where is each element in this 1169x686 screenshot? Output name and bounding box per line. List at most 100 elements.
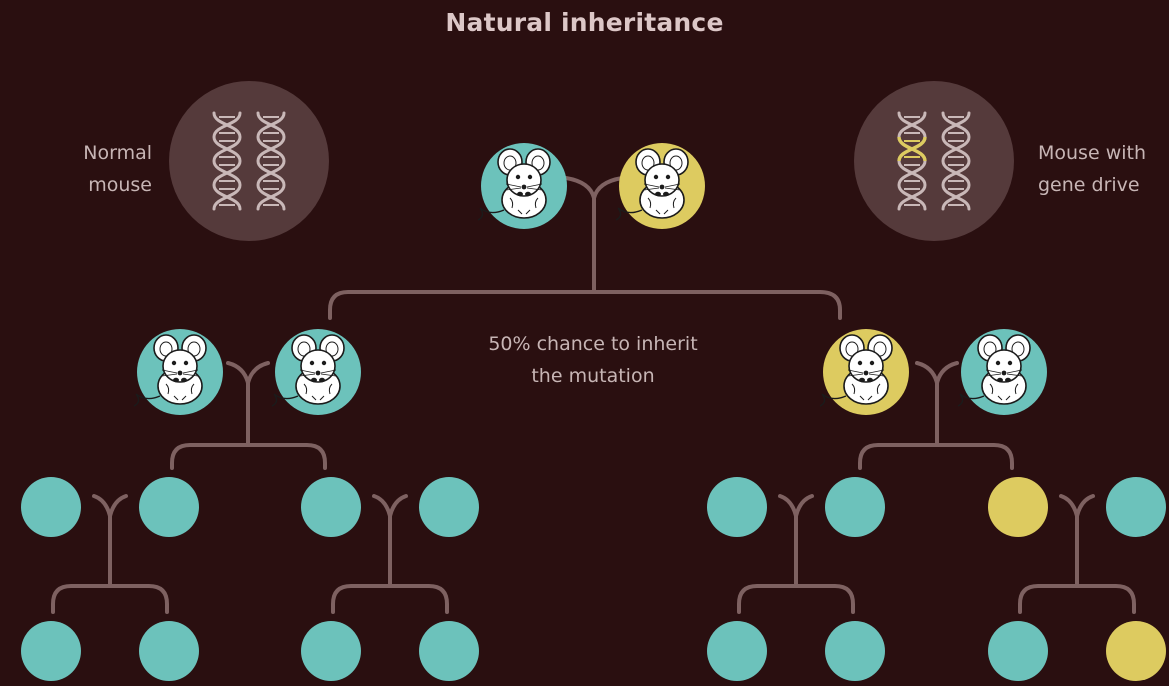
gene-drive-mouse [819, 329, 909, 415]
mouse-head [162, 349, 198, 383]
mouse-head [848, 349, 884, 383]
mouse-nose [315, 370, 321, 376]
child-bracket [170, 443, 327, 470]
couple-branch [935, 361, 959, 385]
gene-drive-circle [988, 477, 1048, 537]
mouse-paw [319, 377, 325, 383]
mouse-eye [665, 174, 671, 180]
normal-mouse [271, 329, 361, 415]
generation-split [328, 290, 842, 320]
mouse-paw [859, 377, 865, 383]
dna-icon [941, 111, 971, 211]
normal-circle [988, 621, 1048, 681]
normal-circle [419, 621, 479, 681]
legend-normal-line-1: Normal [83, 142, 152, 164]
legend-normal-line-2: mouse [88, 174, 152, 196]
mouse-tail [615, 207, 643, 221]
inheritance-note-line-2: the mutation [531, 365, 655, 387]
couple-branch [564, 176, 596, 200]
gene-drive-circle [1106, 621, 1166, 681]
mouse-eye [653, 174, 659, 180]
mouse-fur [989, 383, 1019, 401]
couple-branch [592, 176, 624, 200]
couple-branch [388, 494, 408, 518]
mouse-paw [1005, 377, 1011, 383]
dna-gene-drive-rungs [904, 140, 920, 158]
normal-circle [139, 621, 199, 681]
normal-circle [707, 477, 767, 537]
mouse-fur [303, 383, 333, 401]
couple-branch [226, 361, 250, 385]
couple-branch [108, 494, 128, 518]
mouse-nose [521, 184, 527, 190]
mouse-eye [309, 360, 315, 366]
mouse-eye [1007, 360, 1013, 366]
child-bracket [858, 443, 1014, 470]
mouse-fur [647, 197, 677, 215]
couple-branch [778, 494, 798, 518]
legend-drive-line-2: gene drive [1038, 174, 1140, 196]
mouse-paw [517, 191, 523, 197]
normal-circle [139, 477, 199, 537]
couple-branch [1075, 494, 1095, 518]
mouse-head [300, 349, 336, 383]
inheritance-note-line-1: 50% chance to inherit [488, 333, 698, 355]
pedigree-nodes [21, 143, 1166, 681]
mouse-whiskers [847, 369, 885, 377]
normal-circle [825, 621, 885, 681]
legend-drive-circle [854, 81, 1014, 241]
normal-circle [301, 477, 361, 537]
couple-branch [915, 361, 939, 385]
dna-icon [212, 111, 242, 211]
mouse-eye [321, 360, 327, 366]
mouse-nose [659, 184, 665, 190]
mouse-head [644, 163, 680, 197]
mouse-nose [863, 370, 869, 376]
couple-branch [372, 494, 392, 518]
legend-normal-circle [169, 81, 329, 241]
mouse-head [986, 349, 1022, 383]
mouse-tail [477, 207, 505, 221]
dna-strand [941, 111, 971, 211]
mouse-whiskers [161, 369, 199, 377]
mouse-fur [509, 197, 539, 215]
mouse-paw [867, 377, 873, 383]
dna-icon [256, 111, 286, 211]
mouse-paw [181, 377, 187, 383]
mouse-whiskers [985, 369, 1023, 377]
normal-mouse [957, 329, 1047, 415]
mouse-tail [271, 393, 299, 407]
mouse-nose [177, 370, 183, 376]
normal-mouse [477, 143, 567, 229]
mouse-nose [1001, 370, 1007, 376]
mouse-fur [851, 383, 881, 401]
mouse-eye [527, 174, 533, 180]
mouse-paw [997, 377, 1003, 383]
mouse-whiskers [643, 183, 681, 191]
child-bracket [1018, 584, 1136, 614]
diagram-title: Natural inheritance [445, 8, 724, 37]
dna-strand [941, 111, 971, 211]
mouse-paw [173, 377, 179, 383]
normal-circle [21, 621, 81, 681]
legend [169, 81, 1014, 241]
couple-branch [794, 494, 814, 518]
normal-circle [1106, 477, 1166, 537]
mouse-tail [819, 393, 847, 407]
child-bracket [331, 584, 449, 614]
mouse-eye [995, 360, 1001, 366]
dna-rungs [948, 116, 964, 206]
gene-drive-mouse [615, 143, 705, 229]
dna-icon [897, 111, 927, 211]
dna-strand [212, 111, 242, 211]
mouse-paw [655, 191, 661, 197]
legend-drive-line-1: Mouse with [1038, 142, 1146, 164]
mouse-eye [515, 174, 521, 180]
normal-circle [301, 621, 361, 681]
mouse-paw [311, 377, 317, 383]
child-bracket [737, 584, 855, 614]
mouse-eye [857, 360, 863, 366]
normal-circle [21, 477, 81, 537]
inheritance-note: 50% chance to inherit the mutation [443, 328, 743, 392]
couple-branch [246, 361, 270, 385]
